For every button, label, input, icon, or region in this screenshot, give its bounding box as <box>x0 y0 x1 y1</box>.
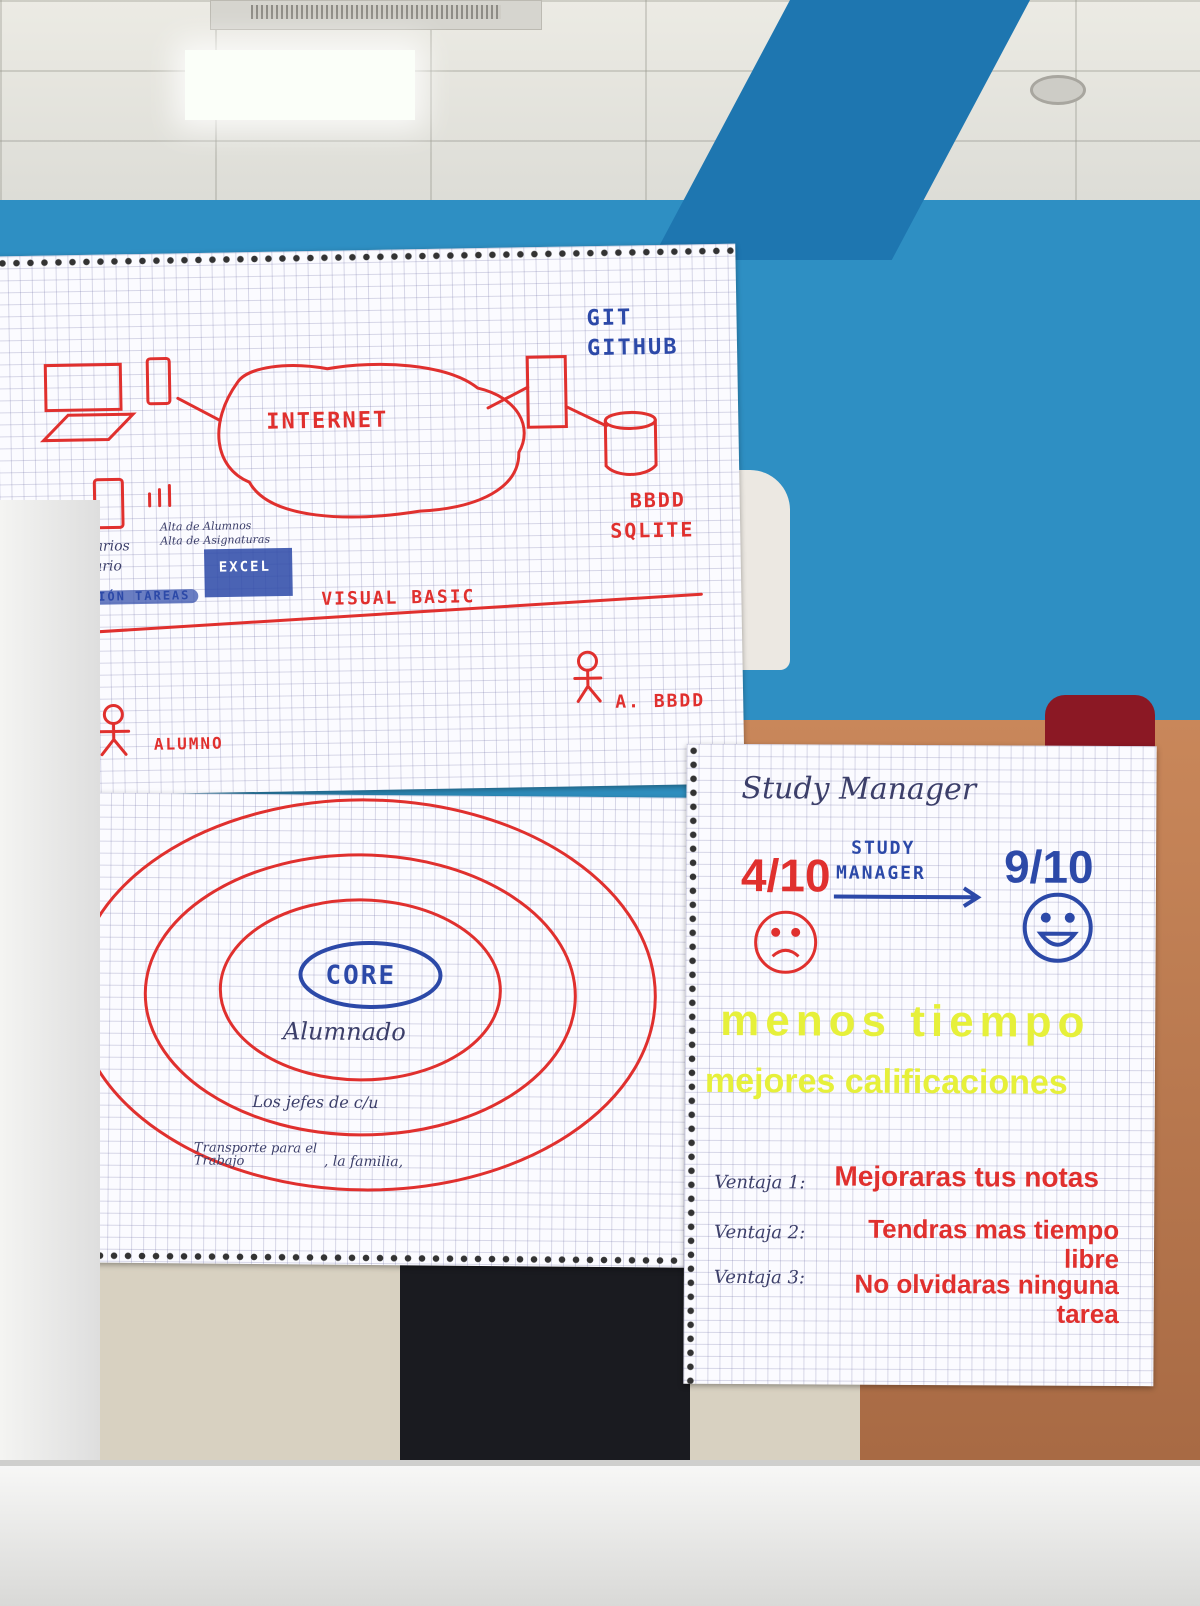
jefes-label: Los jefes de c/u <box>252 1091 379 1113</box>
admin-bbdd-label: A. BBDD <box>615 690 706 713</box>
alumno-stick-figure-icon <box>102 704 124 726</box>
stakeholder-circles <box>73 798 657 1192</box>
core-ring <box>298 940 443 1009</box>
happy-face-icon <box>1022 892 1093 963</box>
study-manager-sheet: Study Manager 4/10 STUDY MANAGER 9/10 me… <box>683 743 1157 1387</box>
ventaja-1-label: Ventaja 1: <box>714 1171 806 1194</box>
alta-alumnos: Alta de Alumnos <box>159 519 252 534</box>
architecture-drawing <box>30 355 703 757</box>
transporte-label: Transporte para el Trabajo <box>193 1140 318 1169</box>
ventaja-1-text: Mejoraras tus notas <box>834 1160 1100 1193</box>
arrow-right-icon <box>833 886 982 908</box>
alta-asignaturas: Alta de Asignaturas <box>160 532 271 548</box>
internet-label: INTERNET <box>266 407 389 435</box>
server-icon <box>525 355 568 429</box>
stakeholder-sheet: CORE Alumnado Los jefes de c/u Transport… <box>22 791 723 1269</box>
window-frame-bottom <box>0 1460 1200 1606</box>
underline <box>30 592 703 638</box>
alumno-label: ALUMNO <box>153 733 224 754</box>
link-line <box>564 405 608 428</box>
middle-ring <box>143 853 577 1137</box>
ceiling-speaker <box>1030 75 1086 105</box>
database-icon <box>603 410 657 430</box>
core-label: CORE <box>325 960 397 992</box>
ventaja-3-label: Ventaja 3: <box>713 1266 806 1289</box>
mejores-calificaciones-label: mejores calificaciones <box>704 1061 1068 1102</box>
inner-ring <box>218 898 502 1082</box>
laptop-screen-icon <box>43 362 123 413</box>
air-vent <box>210 0 542 30</box>
score-drawing <box>754 886 1093 974</box>
ceiling-lamp <box>185 50 415 120</box>
outer-ring <box>73 798 657 1192</box>
admin-stick-figure-icon <box>573 668 603 703</box>
alumnado-label: Alumnado <box>282 1017 406 1047</box>
visual-basic-label: VISUAL BASIC <box>321 586 476 610</box>
internet-cloud <box>217 362 526 519</box>
signal-icon <box>148 483 172 508</box>
git-label: GIT <box>586 305 633 332</box>
ceiling <box>0 0 1200 210</box>
github-label: GITHUB <box>586 334 679 362</box>
excel-label: EXCEL <box>218 558 272 576</box>
excel-icon <box>203 547 293 598</box>
database-icon <box>603 418 658 476</box>
familia-label: , la familia, <box>323 1153 404 1171</box>
bbdd-label: BBDD <box>629 487 687 513</box>
sqlite-label: SQLITE <box>610 517 695 543</box>
sad-face-icon <box>754 910 818 974</box>
architecture-sheet: INTERNET GIT GITHUB BBDD SQLITE √ Formul… <box>0 243 745 797</box>
admin-stick-figure-icon <box>576 650 598 672</box>
ventaja-2-label: Ventaja 2: <box>714 1221 806 1244</box>
ventaja-2-text: Tendras mas tiempo libre <box>868 1213 1120 1274</box>
menos-tiempo-label: menos tiempo <box>720 995 1091 1047</box>
phone-icon <box>145 357 172 406</box>
laptop-base-icon <box>39 412 137 443</box>
ventaja-3-text: No olvidaras ninguna tarea <box>854 1268 1119 1329</box>
alumno-stick-figure-icon <box>97 722 131 757</box>
window-frame-left <box>0 500 100 1600</box>
link-line <box>486 385 530 410</box>
link-line <box>176 396 222 423</box>
